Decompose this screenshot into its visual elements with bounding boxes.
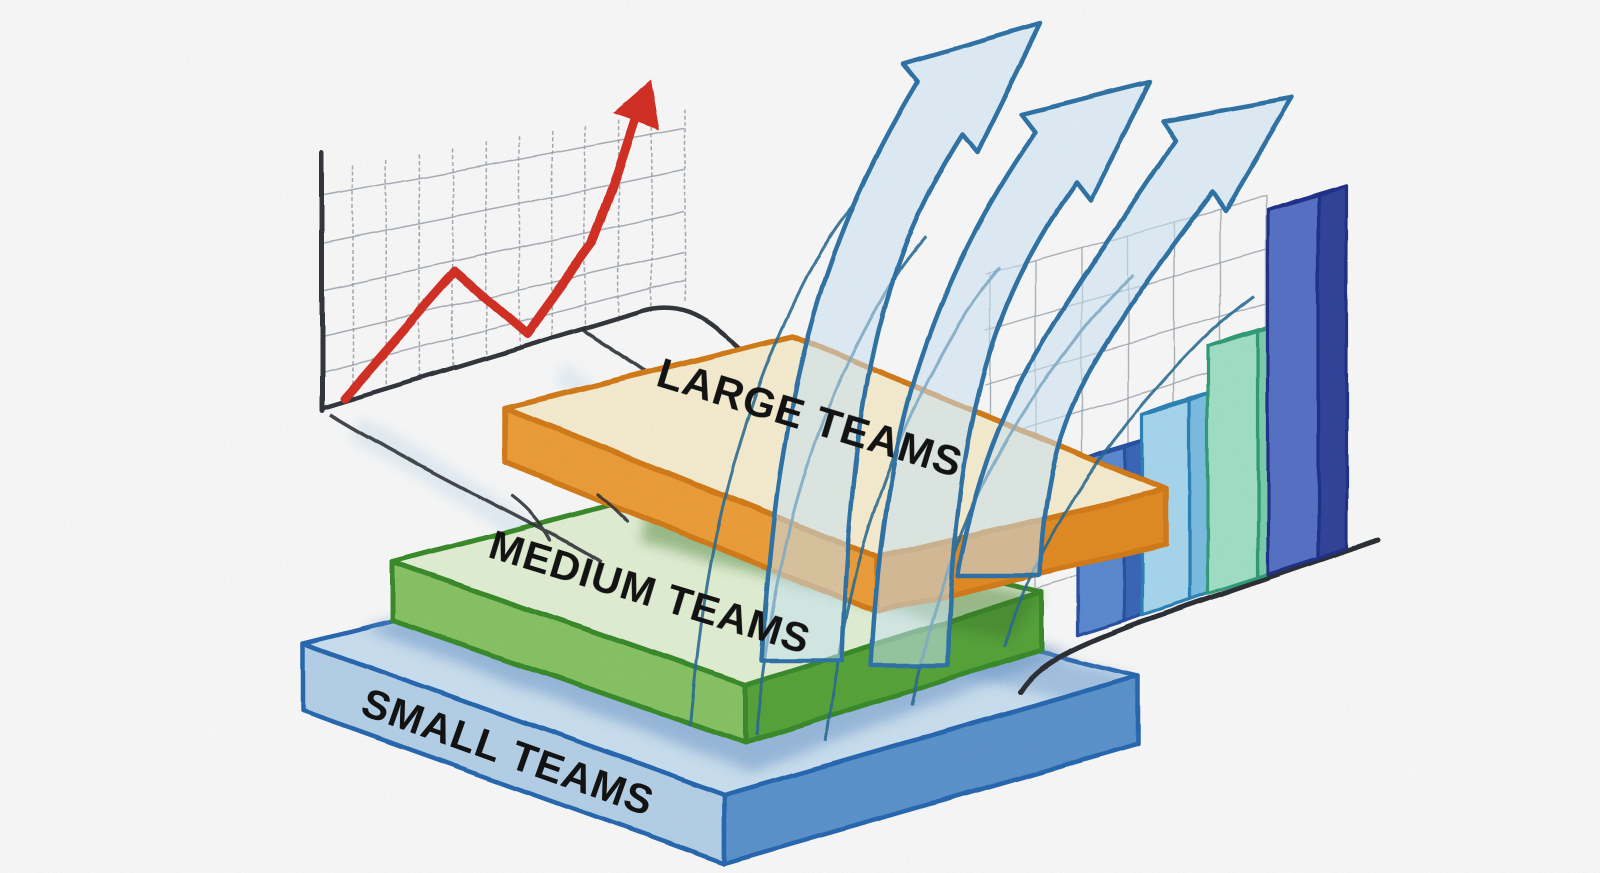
line-chart-grid-hline <box>321 169 685 244</box>
bar-4 <box>1266 183 1348 577</box>
bar-4-side-face <box>1316 183 1348 561</box>
line-chart-grid-hline <box>321 211 685 291</box>
bar-4-front-face <box>1266 193 1320 577</box>
bar-3-front-face <box>1206 329 1260 596</box>
connector-curve-to-large <box>581 328 654 378</box>
trend-line <box>340 87 649 403</box>
